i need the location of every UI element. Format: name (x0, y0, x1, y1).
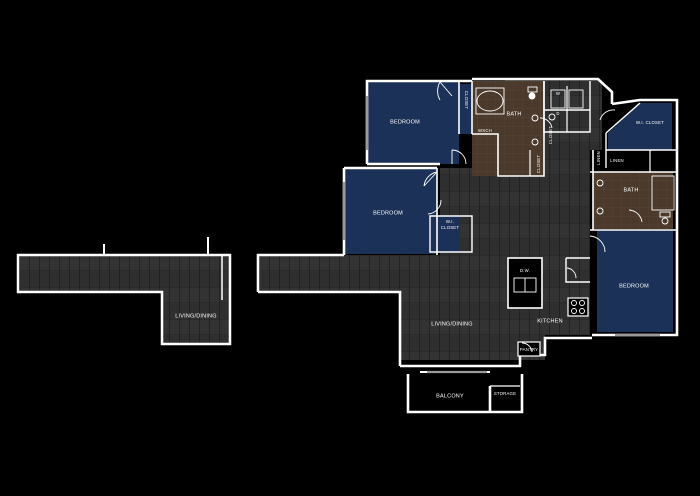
label-kitchen: KITCHEN (537, 318, 563, 324)
label-bedroom-2: BEDROOM (373, 210, 403, 216)
wi-closet-1-floor (608, 103, 672, 150)
sink-icon-4 (596, 179, 604, 187)
fixtures (475, 86, 675, 314)
label-bedroom-1: BEDROOM (390, 119, 420, 125)
label-balcony: BALCONY (436, 393, 464, 399)
toilet-icon (528, 92, 536, 100)
bedrooms (344, 81, 673, 332)
bedroom-2-floor (344, 168, 437, 254)
label-bath-closet: CLOSET (536, 155, 541, 174)
label-bath-2: BATH (623, 187, 638, 193)
label-living-dining: LIVING/DINING (431, 321, 472, 327)
bath-2-floor (593, 172, 673, 229)
label-wi-closet-1: W.I. CLOSET (636, 120, 664, 125)
label-living-dining-small: LIVING/DINING (175, 313, 216, 319)
sink-icon-5 (596, 207, 604, 215)
doors (423, 81, 643, 353)
label-dryer: D (556, 111, 559, 116)
label-wsch: WSCH (478, 128, 492, 133)
label-dishwasher: D.W. (520, 268, 530, 273)
toilet-icon-2 (661, 217, 669, 225)
room-labels: BEDROOM BEDROOM BEDROOM BATH BATH CLOSET… (175, 91, 664, 400)
label-wi-closet-2b: CLOSET (441, 225, 460, 230)
label-pantry: PANTRY (520, 347, 538, 352)
label-linen-vertical: LINEN (596, 151, 601, 165)
main-floor (258, 80, 602, 412)
windows (342, 96, 660, 374)
stove-icon (571, 300, 577, 306)
label-closet-small: CLOSET (548, 126, 553, 145)
label-closet: CLOSET (464, 91, 469, 110)
bedroom-1-floor (367, 81, 459, 164)
sink-icon-2 (531, 138, 539, 146)
wi-closet-2-floor (430, 216, 460, 252)
label-bath-1: BATH (506, 111, 521, 117)
label-linen: LINEN (610, 158, 624, 163)
bedroom-3-floor (597, 230, 673, 332)
sink-icon-3 (548, 113, 556, 121)
label-bedroom-3: BEDROOM (619, 283, 649, 289)
left-wing (16, 237, 232, 346)
closet-floor (458, 84, 472, 134)
bathtub-icon (476, 90, 504, 112)
label-washer: W (556, 91, 561, 96)
label-storage: STORAGE (494, 391, 516, 396)
label-wi-closet-2a: W.I. (446, 219, 454, 224)
sink-icon (531, 114, 539, 122)
